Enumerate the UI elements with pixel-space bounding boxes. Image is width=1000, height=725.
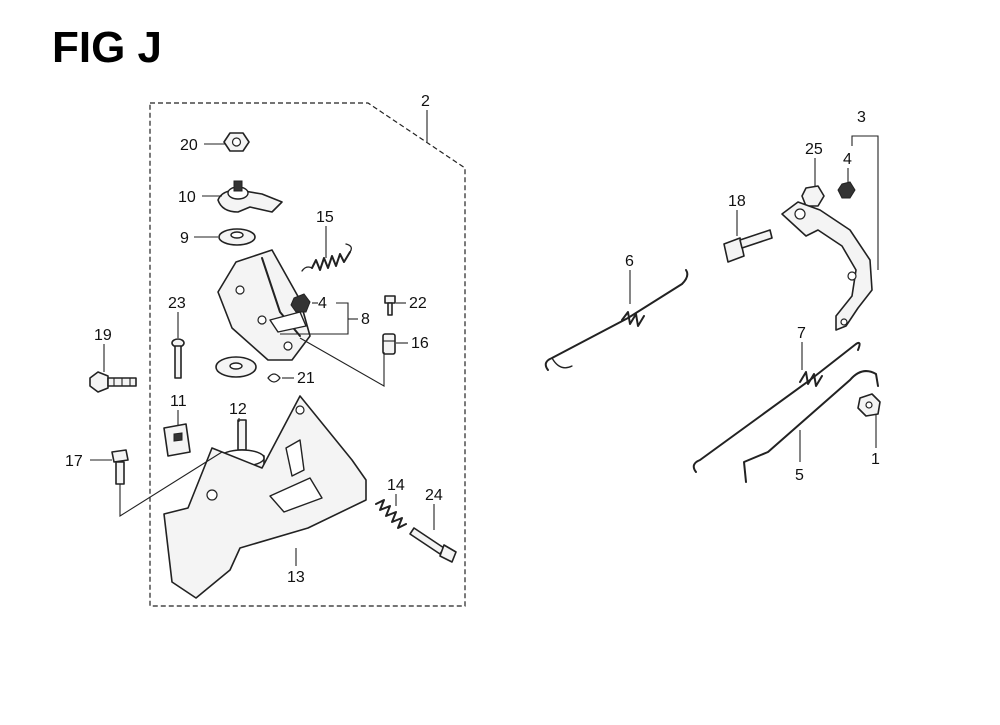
callout-14: 14 bbox=[387, 477, 405, 494]
part-bracket-13 bbox=[163, 395, 367, 599]
part-nut-4-right bbox=[837, 181, 856, 199]
part-bolt-18 bbox=[723, 229, 773, 263]
part-nut-20 bbox=[223, 132, 250, 152]
callout-25: 25 bbox=[805, 141, 823, 158]
callout-17: 17 bbox=[65, 453, 83, 470]
callout-13: 13 bbox=[287, 569, 305, 586]
part-rod-5 bbox=[743, 370, 879, 483]
callout-4-left: 4 bbox=[318, 295, 327, 312]
callout-9: 9 bbox=[180, 230, 189, 247]
callout-20: 20 bbox=[180, 137, 198, 154]
callout-19: 19 bbox=[94, 327, 112, 344]
callout-21: 21 bbox=[297, 370, 315, 387]
callout-1: 1 bbox=[871, 451, 880, 468]
part-bolt-24 bbox=[409, 527, 457, 563]
callout-numbers: 2 20 10 9 15 4 8 22 16 23 19 21 11 12 17… bbox=[65, 93, 880, 586]
callout-2: 2 bbox=[421, 93, 430, 110]
figure-title: FIG J bbox=[52, 23, 162, 72]
part-control-plate-8 bbox=[217, 249, 311, 361]
callout-16: 16 bbox=[411, 335, 429, 352]
part-clamp-11 bbox=[163, 423, 191, 457]
part-clip-1 bbox=[857, 393, 881, 417]
callout-24: 24 bbox=[425, 487, 443, 504]
callout-23: 23 bbox=[168, 295, 186, 312]
part-washer-9 bbox=[218, 228, 256, 246]
part-collar-16 bbox=[382, 333, 396, 355]
leader-lines bbox=[90, 110, 879, 566]
part-lever-bracket-3 bbox=[781, 201, 873, 331]
part-bolt-19 bbox=[89, 371, 137, 393]
subassembly-frame bbox=[149, 102, 466, 607]
callout-15: 15 bbox=[316, 209, 334, 226]
callout-8: 8 bbox=[361, 311, 370, 328]
part-rod-7 bbox=[692, 341, 861, 473]
part-nut-4-left bbox=[290, 293, 311, 313]
callout-10: 10 bbox=[178, 189, 196, 206]
callout-6: 6 bbox=[625, 253, 634, 270]
callout-7: 7 bbox=[797, 325, 806, 342]
part-clip-21 bbox=[267, 373, 281, 383]
callout-5: 5 bbox=[795, 467, 804, 484]
callout-12: 12 bbox=[229, 401, 247, 418]
callout-18: 18 bbox=[728, 193, 746, 210]
callout-4-right: 4 bbox=[843, 151, 852, 168]
part-spring-15 bbox=[301, 243, 352, 272]
part-washer-lower bbox=[215, 356, 257, 378]
part-bolt-23 bbox=[171, 338, 185, 379]
callout-3: 3 bbox=[857, 109, 866, 126]
part-bolt-17 bbox=[111, 449, 129, 485]
part-lever-10 bbox=[217, 180, 283, 213]
part-rod-6 bbox=[544, 269, 689, 371]
part-spring-14 bbox=[375, 499, 407, 529]
part-nut-25 bbox=[801, 185, 825, 207]
callout-11: 11 bbox=[170, 393, 187, 410]
part-screw-22 bbox=[384, 295, 396, 316]
callout-22: 22 bbox=[409, 295, 427, 312]
